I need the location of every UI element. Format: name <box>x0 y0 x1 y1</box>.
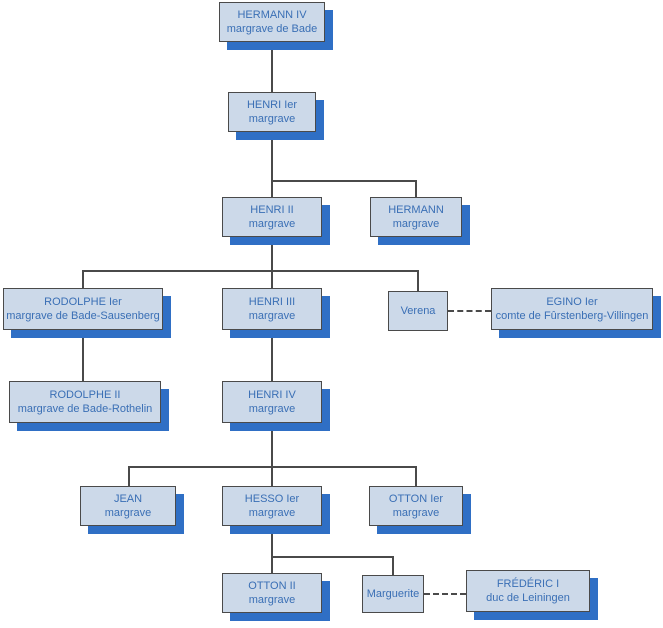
node-egino1-line2: comte de Fûrstenberg-Villingen <box>495 310 649 322</box>
node-frederic1-line2: duc de Leiningen <box>486 592 570 604</box>
edge-hesso1-to-otton2 <box>271 526 273 573</box>
node-hermann4[interactable]: HERMANN IV margrave de Bade <box>219 2 325 42</box>
edge-henri4-to-bus3 <box>271 423 273 486</box>
node-hermann-line1: HERMANN <box>388 204 444 216</box>
node-marguerite[interactable]: Marguerite <box>362 575 424 613</box>
node-henri4-line2: margrave <box>248 403 296 415</box>
edge-bus2-drop-henri3 <box>271 270 273 288</box>
node-henri3-line1: HENRI III <box>248 296 296 308</box>
edge-sibling-bus-4 <box>271 556 393 558</box>
node-hermann-line2: margrave <box>392 218 440 230</box>
node-otton1-line1: OTTON Ier <box>388 493 444 505</box>
node-henri1[interactable]: HENRI Ier margrave <box>228 92 316 132</box>
node-rodolphe1-line1: RODOLPHE Ier <box>44 296 122 308</box>
edge-bus1-drop-hermann <box>415 180 417 197</box>
edge-sibling-bus-1 <box>271 180 417 182</box>
node-henri2[interactable]: HENRI II margrave <box>222 197 322 237</box>
node-verena[interactable]: Verena <box>388 291 448 331</box>
edge-bus1-drop-henri2 <box>271 180 273 197</box>
node-frederic1-line1: FRÉDÉRIC I <box>496 578 560 590</box>
node-jean[interactable]: JEAN margrave <box>80 486 176 526</box>
edge-rodolphe1-to-rodolphe2 <box>82 330 84 381</box>
node-otton2[interactable]: OTTON II margrave <box>222 573 322 613</box>
edge-henri3-to-henri4 <box>271 330 273 381</box>
node-egino1[interactable]: EGINO Ier comte de Fûrstenberg-Villingen <box>491 288 653 330</box>
node-otton1[interactable]: OTTON Ier margrave <box>369 486 463 526</box>
edge-bus3-drop-jean <box>128 466 130 486</box>
edge-sibling-bus-3 <box>128 466 416 468</box>
node-hesso1-line2: margrave <box>248 507 296 519</box>
node-jean-line2: margrave <box>104 507 152 519</box>
edge-bus4-drop-marguerite <box>392 556 394 575</box>
node-henri3[interactable]: HENRI III margrave <box>222 288 322 330</box>
edge-bus3-drop-otton1 <box>415 466 417 486</box>
edge-sibling-bus-2 <box>82 270 418 272</box>
node-rodolphe1-line2: margrave de Bade-Sausenberg <box>6 310 160 322</box>
node-rodolphe2-line1: RODOLPHE II <box>49 389 121 401</box>
node-henri1-line2: margrave <box>248 113 296 125</box>
node-henri2-line2: margrave <box>248 218 296 230</box>
node-hermann4-line2: margrave de Bade <box>226 23 318 35</box>
node-otton1-line2: margrave <box>392 507 440 519</box>
node-otton2-line2: margrave <box>248 594 296 606</box>
edge-henri2-to-bus2 <box>271 237 273 271</box>
node-rodolphe1[interactable]: RODOLPHE Ier margrave de Bade-Sausenberg <box>3 288 163 330</box>
node-rodolphe2-line2: margrave de Bade-Rothelin <box>17 403 153 415</box>
edge-marguerite-to-frederic1 <box>424 593 466 595</box>
edge-verena-to-egino1 <box>448 310 491 312</box>
node-frederic1[interactable]: FRÉDÉRIC I duc de Leiningen <box>466 570 590 612</box>
node-hesso1[interactable]: HESSO Ier margrave <box>222 486 322 526</box>
node-jean-line1: JEAN <box>113 493 143 505</box>
node-hesso1-line1: HESSO Ier <box>244 493 300 505</box>
node-henri2-line1: HENRI II <box>250 204 294 216</box>
node-verena-line1: Verena <box>400 305 436 317</box>
node-henri4[interactable]: HENRI IV margrave <box>222 381 322 423</box>
edge-bus2-drop-verena <box>417 270 419 291</box>
edge-hermann4-to-henri1 <box>271 42 273 92</box>
node-hermann[interactable]: HERMANN margrave <box>370 197 462 237</box>
edge-henri1-to-bus1 <box>271 132 273 181</box>
node-rodolphe2[interactable]: RODOLPHE II margrave de Bade-Rothelin <box>9 381 161 423</box>
node-henri3-line2: margrave <box>248 310 296 322</box>
edge-bus2-drop-rodolphe1 <box>82 270 84 288</box>
node-henri4-line1: HENRI IV <box>248 389 296 401</box>
node-hermann4-line1: HERMANN IV <box>237 9 307 21</box>
node-egino1-line1: EGINO Ier <box>546 296 598 308</box>
node-marguerite-line1: Marguerite <box>366 588 420 600</box>
node-henri1-line1: HENRI Ier <box>246 99 298 111</box>
node-otton2-line1: OTTON II <box>248 580 296 592</box>
